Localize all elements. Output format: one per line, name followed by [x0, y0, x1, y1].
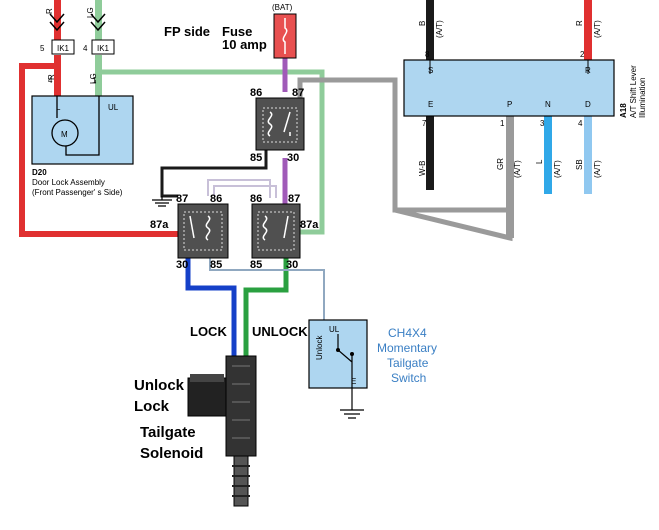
- relay-right-87a: 87a: [300, 219, 319, 231]
- relay-left-87a: 87a: [150, 219, 169, 231]
- door-pin-l: 4: [48, 76, 53, 85]
- relay-top-30: 30: [287, 152, 299, 164]
- sl-pin7: 7: [422, 119, 427, 128]
- relay-right: 86 87 87a 85 30: [250, 193, 319, 271]
- sl-top-r-at: (A/T): [593, 20, 602, 38]
- sl-pin8: 8: [425, 50, 430, 59]
- sl-pin1: 1: [500, 119, 505, 128]
- door-pin-ul: 1: [92, 76, 97, 85]
- sl-name-2: Illumination: [638, 78, 647, 118]
- relay-top-87: 87: [292, 87, 304, 99]
- switch-unlock: Unlock: [315, 335, 324, 360]
- switch-title-1: CH4X4: [388, 326, 427, 340]
- sl-term-r: R: [585, 66, 591, 75]
- connector-left-pin4: 4: [83, 44, 88, 53]
- door-id: D20: [32, 168, 47, 177]
- fuse-bat-label: (BAT): [272, 3, 293, 12]
- connector-right: IK1: [90, 13, 115, 55]
- motor-icon: [51, 119, 79, 147]
- fp-side-label: FP side: [164, 24, 210, 39]
- sl-wb: W-B: [418, 161, 427, 176]
- sl-term-e: E: [428, 100, 433, 109]
- sl-term-s: S: [428, 66, 433, 75]
- relay-right-30: 30: [286, 259, 298, 271]
- sl-top-b: B: [418, 21, 427, 26]
- wire-b: [426, 0, 434, 60]
- relay-left-85: 85: [210, 259, 222, 271]
- solenoid-unlock: Unlock: [134, 377, 185, 394]
- sl-term-d: D: [585, 100, 591, 109]
- lock-wire-label: LOCK: [190, 324, 227, 339]
- door-term-ul: UL: [108, 103, 119, 112]
- sl-name: A/T Shift Lever: [629, 65, 638, 118]
- relay-left: 87 86 87a 30 85: [150, 193, 229, 271]
- fuse-label-1: Fuse: [222, 24, 252, 39]
- unlock-wire-label: UNLOCK: [252, 324, 308, 339]
- wire-switch: [209, 258, 325, 320]
- tailgate-switch: UL Unlock E CH4X4 Momentary Tailgate Swi…: [308, 319, 437, 419]
- sl-id: A18: [619, 103, 628, 118]
- connector-left: 5 IK1 4: [40, 13, 88, 55]
- wire-lock: [185, 258, 237, 362]
- sl-l: L: [535, 159, 544, 164]
- sl-pin4: 4: [578, 119, 583, 128]
- solenoid-solenoid: Solenoid: [140, 445, 203, 462]
- relay-top: 86 87 85 30: [250, 87, 305, 164]
- sl-pin3: 3: [540, 119, 545, 128]
- sl-term-n: N: [545, 100, 551, 109]
- sl-pin2: 2: [580, 50, 585, 59]
- switch-title-3: Tailgate: [387, 356, 429, 370]
- wire-gr: [506, 116, 514, 238]
- wire-gray-link: [392, 80, 510, 213]
- wire-label-lg: LG: [86, 7, 95, 18]
- solenoid-lock: Lock: [134, 398, 170, 415]
- switch-title-4: Switch: [391, 371, 426, 385]
- door-wire-r: R: [47, 74, 56, 80]
- relay-right-86: 86: [250, 193, 262, 205]
- door-name: Door Lock Assembly: [32, 178, 105, 187]
- wire-r: [584, 0, 592, 60]
- wire-sb: [584, 116, 592, 194]
- wire-unlock: [243, 258, 289, 362]
- switch-title-2: Momentary: [377, 341, 437, 355]
- sl-sb: SB: [575, 159, 584, 170]
- relay-right-85: 85: [250, 259, 262, 271]
- connector-right-label: IK1: [97, 44, 110, 53]
- sl-l-at: (A/T): [553, 160, 562, 178]
- switch-ground-icon: [340, 388, 364, 419]
- relay-left-30: 30: [176, 259, 188, 271]
- shift-lever: B (A/T) R (A/T) 8 2 S R E P N D 7 1 3 4 …: [403, 20, 647, 178]
- door-wire-lg: LG: [89, 73, 98, 84]
- sl-sb-at: (A/T): [593, 160, 602, 178]
- connector-left-pin5: 5: [40, 44, 45, 53]
- sl-gr: GR: [496, 158, 505, 170]
- connector-left-label: IK1: [57, 44, 70, 53]
- door-name-2: (Front Passenger' s Side): [32, 188, 123, 197]
- door-term-l: L: [56, 103, 61, 112]
- wire-label-r: R: [45, 8, 54, 14]
- relay-left-87: 87: [176, 193, 188, 205]
- ground-icon: [152, 196, 172, 207]
- switch-e: E: [351, 377, 356, 386]
- relay-top-85: 85: [250, 152, 262, 164]
- door-lock-assembly: 4 1 R LG L UL M D20 Door Lock Assembly (…: [31, 73, 134, 197]
- sl-term-p: P: [507, 100, 512, 109]
- wire-black-85: [160, 150, 268, 198]
- sl-top-b-at: (A/T): [435, 20, 444, 38]
- wire-wb: [426, 116, 434, 190]
- relay-top-86: 86: [250, 87, 262, 99]
- door-motor: M: [61, 130, 68, 139]
- fuse: (BAT) Fuse 10 amp FP side: [164, 3, 297, 59]
- fuse-label-2: 10 amp: [222, 37, 267, 52]
- sl-gr-at: (A/T): [513, 160, 522, 178]
- wire-crossover: [207, 179, 277, 198]
- sl-top-r: R: [575, 20, 584, 26]
- wire-l: [544, 116, 552, 194]
- tailgate-solenoid: Unlock Lock Tailgate Solenoid: [134, 355, 257, 507]
- relay-left-86: 86: [210, 193, 222, 205]
- relay-right-87: 87: [288, 193, 300, 205]
- solenoid-tailgate: Tailgate: [140, 424, 196, 441]
- switch-ul: UL: [329, 325, 340, 334]
